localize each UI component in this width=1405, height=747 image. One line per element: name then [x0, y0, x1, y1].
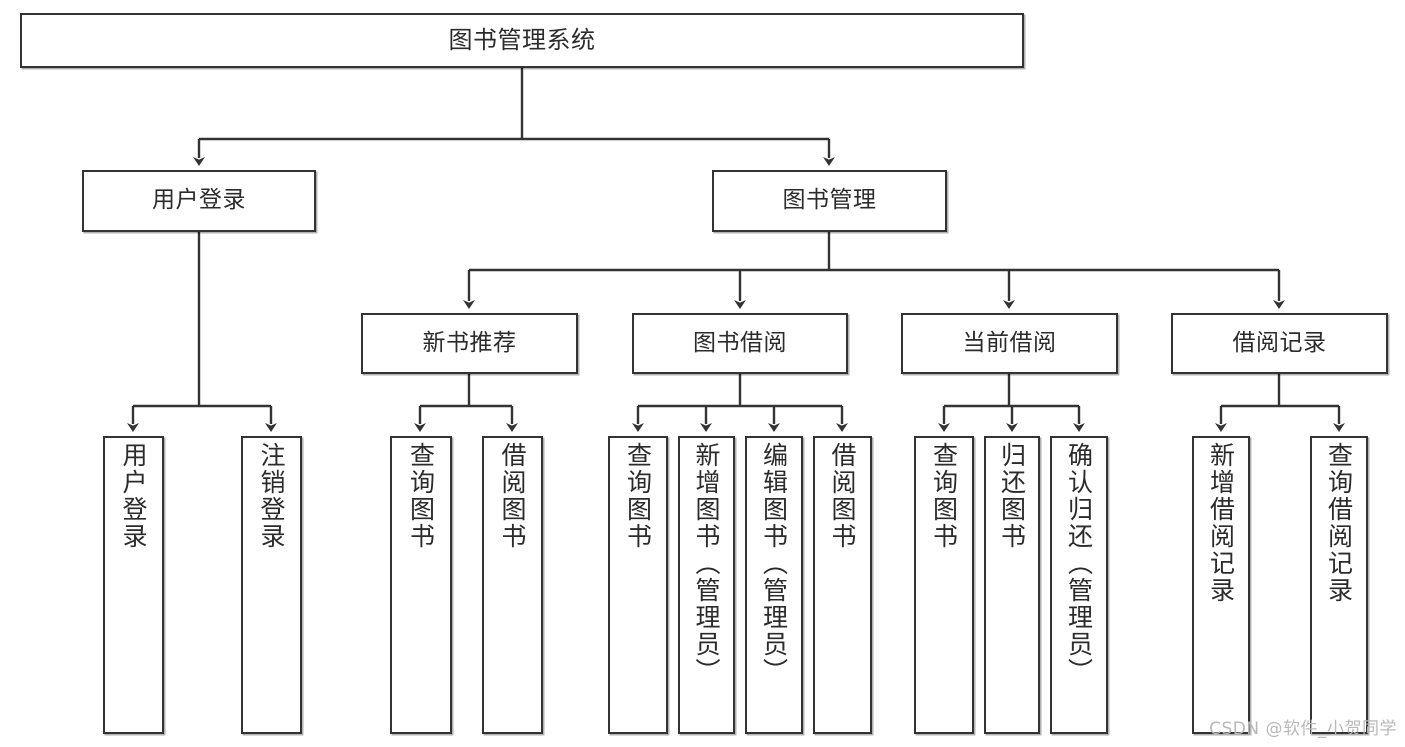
leaf-node[interactable]: 查询图书 — [390, 436, 452, 734]
leaf-node[interactable]: 查询图书 — [608, 436, 668, 734]
leaf-node-label: 编辑图书（管理员） — [759, 442, 789, 685]
node-new-book-recommendation-label: 新书推荐 — [422, 329, 517, 356]
node-book-management-label: 图书管理 — [782, 187, 877, 214]
node-borrow-record-label: 借阅记录 — [1232, 329, 1327, 356]
leaf-node[interactable]: 编辑图书（管理员） — [745, 436, 803, 734]
leaf-node[interactable]: 新增借阅记录 — [1192, 436, 1250, 734]
leaf-node-label: 查询图书 — [929, 442, 959, 550]
leaf-node-label: 新增图书（管理员） — [692, 442, 721, 685]
node-book-management[interactable]: 图书管理 — [712, 170, 947, 232]
leaf-node[interactable]: 用户登录 — [103, 436, 164, 734]
leaf-node-label: 查询借阅记录 — [1324, 442, 1354, 604]
leaf-node-label: 归还图书 — [997, 442, 1027, 550]
leaf-node-label: 注销登录 — [257, 442, 286, 550]
leaf-node-label: 查询图书 — [623, 442, 653, 550]
leaf-node-label: 借阅图书 — [498, 442, 527, 550]
leaf-node-label: 用户登录 — [119, 442, 148, 550]
leaf-node[interactable]: 查询借阅记录 — [1310, 436, 1368, 734]
leaf-node[interactable]: 新增图书（管理员） — [678, 436, 735, 734]
node-current-borrow[interactable]: 当前借阅 — [901, 313, 1118, 374]
node-book-borrow[interactable]: 图书借阅 — [632, 313, 848, 374]
node-user-login[interactable]: 用户登录 — [82, 170, 316, 232]
leaf-node[interactable]: 借阅图书 — [482, 436, 543, 734]
node-book-borrow-label: 图书借阅 — [693, 329, 787, 356]
watermark: CSDN @软件_小贺同学 — [1209, 719, 1397, 739]
node-root-label: 图书管理系统 — [448, 26, 596, 55]
leaf-node-label: 借阅图书 — [828, 442, 857, 550]
leaf-node[interactable]: 归还图书 — [984, 436, 1040, 734]
leaf-node[interactable]: 借阅图书 — [813, 436, 872, 734]
node-user-login-label: 用户登录 — [152, 187, 246, 214]
leaf-node[interactable]: 注销登录 — [241, 436, 302, 734]
node-root[interactable]: 图书管理系统 — [20, 13, 1024, 68]
leaf-node-label: 查询图书 — [406, 442, 436, 550]
node-new-book-recommendation[interactable]: 新书推荐 — [361, 313, 578, 374]
node-borrow-record[interactable]: 借阅记录 — [1171, 313, 1388, 374]
leaf-node[interactable]: 查询图书 — [914, 436, 974, 734]
leaf-node-label: 新增借阅记录 — [1206, 442, 1236, 604]
leaf-node-label: 确认归还（管理员） — [1064, 442, 1094, 685]
node-current-borrow-label: 当前借阅 — [962, 329, 1057, 356]
leaf-node[interactable]: 确认归还（管理员） — [1050, 436, 1108, 734]
